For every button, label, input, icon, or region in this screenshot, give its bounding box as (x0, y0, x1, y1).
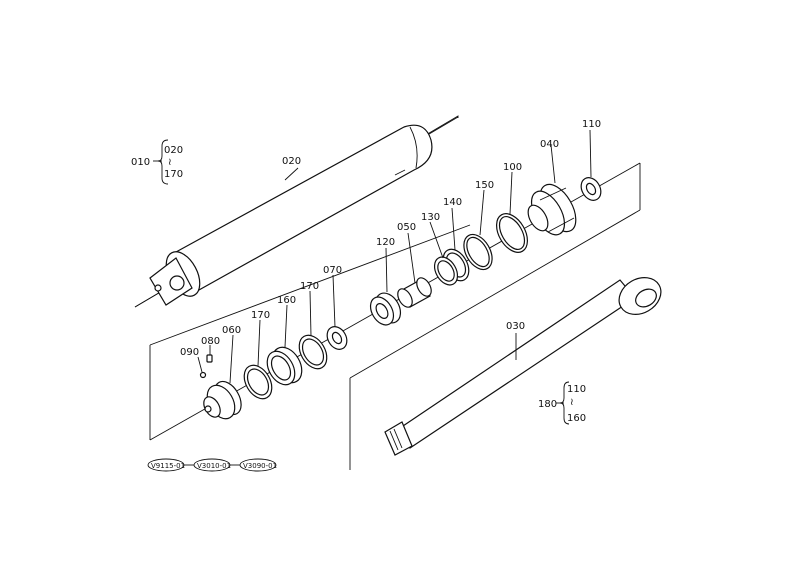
label-080: 080 (201, 336, 220, 347)
leader-lines (153, 129, 592, 404)
set-screw-080 (206, 354, 213, 363)
label-160: 160 (277, 295, 296, 306)
label-140: 140 (443, 197, 462, 208)
sleeve-050 (397, 277, 432, 308)
label-tilde-180: ≀ (570, 397, 574, 408)
label-180: 180 (538, 399, 557, 410)
label-090: 090 (180, 347, 199, 358)
label-020: 020 (282, 156, 301, 167)
label-040: 040 (540, 139, 559, 150)
gland-040 (527, 183, 577, 236)
label-160-list: 160 (567, 413, 586, 424)
label-050: 050 (397, 222, 416, 233)
label-110-list: 110 (567, 384, 586, 395)
piston-rod-030 (384, 277, 662, 456)
label-110: 110 (582, 119, 601, 130)
brace-180 (559, 381, 570, 425)
label-tilde-010: ≀ (168, 157, 172, 168)
label-130: 130 (421, 212, 440, 223)
piston-060 (203, 380, 242, 420)
label-150: 150 (475, 180, 494, 191)
label-170-list: 170 (164, 169, 183, 180)
badge-1: V9115-01 (151, 462, 185, 470)
ring-130 (433, 256, 459, 286)
washer-070 (326, 326, 348, 350)
badge-2: V3010-01 (197, 462, 231, 470)
ring-170-a (243, 364, 273, 400)
ring-170-b (298, 334, 328, 370)
washer-110 (580, 177, 602, 201)
ring-160 (266, 346, 303, 386)
ball-090 (199, 371, 207, 379)
label-100: 100 (503, 162, 522, 173)
label-060: 060 (222, 325, 241, 336)
badge-3: V3090-01 (243, 462, 277, 470)
ring-100 (496, 213, 528, 253)
label-020-list: 020 (164, 145, 183, 156)
label-030: 030 (506, 321, 525, 332)
cylinder-tube-020 (149, 124, 433, 306)
reference-badges: V9115-01 V3010-01 V3090-01 (147, 458, 277, 472)
label-170-b: 170 (300, 281, 319, 292)
label-120: 120 (376, 237, 395, 248)
label-170-a: 170 (251, 310, 270, 321)
brace-010 (157, 139, 169, 185)
bushing-120 (369, 292, 402, 326)
label-010: 010 (131, 157, 150, 168)
label-070: 070 (323, 265, 342, 276)
ring-150 (463, 233, 493, 271)
part-labels: 010 020 ≀ 170 020 030 040 110 100 150 14… (131, 119, 601, 424)
